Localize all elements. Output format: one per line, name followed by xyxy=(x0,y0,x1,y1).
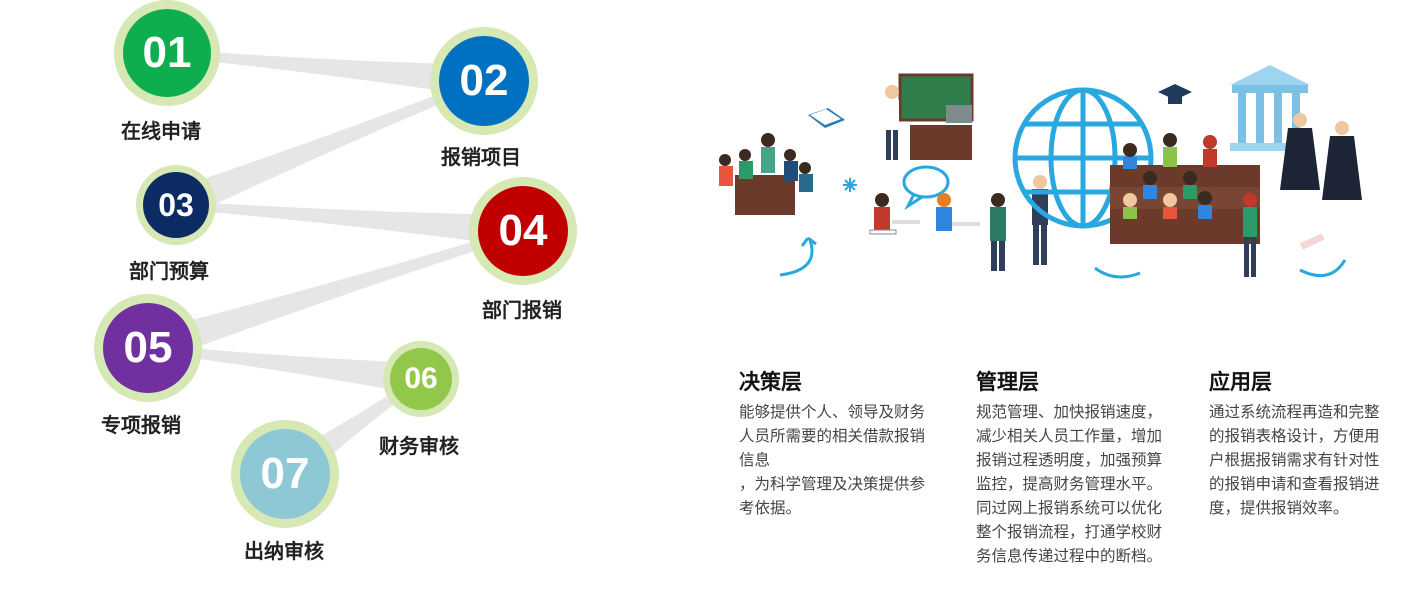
open-book-icon xyxy=(808,108,845,128)
step-03-label: 部门预算 xyxy=(129,259,209,283)
step-03-number: 03 xyxy=(158,186,194,223)
step-01-circle: 01 xyxy=(123,9,211,97)
layer-decision-body: 能够提供个人、领导及财务人员所需要的相关借款报销信息 ，为科学管理及决策提供参考… xyxy=(739,403,926,517)
layer-decision-title: 决策层 xyxy=(739,370,802,394)
connector-ribbon xyxy=(170,77,486,220)
step-04-number: 04 xyxy=(498,206,548,255)
students-icon xyxy=(869,175,1048,271)
layer-management-body: 规范管理、加快报销速度，减少相关人员工作量，增加报销过程透明度，加强预算监控，提… xyxy=(976,403,1163,565)
step-06-number: 06 xyxy=(404,362,438,395)
layer-application: 应用层 通过系统流程再造和完整的报销表格设计，方便用户根据报销需求有针对性的报销… xyxy=(1209,366,1389,520)
connector-ribbon xyxy=(166,49,486,97)
layer-decision: 决策层 能够提供个人、领导及财务人员所需要的相关借款报销信息 ，为科学管理及决策… xyxy=(739,366,934,520)
lecture-hall-icon xyxy=(1110,133,1260,244)
step-04-ring: 04 xyxy=(469,177,577,285)
step-07-circle: 07 xyxy=(240,429,330,519)
step-04-circle: 04 xyxy=(478,186,568,276)
step-03-ring: 03 xyxy=(136,165,216,245)
step-02-ring: 02 xyxy=(430,27,538,135)
step-01-ring: 01 xyxy=(114,0,220,106)
step-02-circle: 02 xyxy=(439,36,529,126)
connector-ribbon xyxy=(143,227,525,364)
step-01-label: 在线申请 xyxy=(121,119,201,143)
step-02-label: 报销项目 xyxy=(441,145,521,169)
education-illustration xyxy=(719,65,1362,279)
step-03-circle: 03 xyxy=(143,172,209,238)
step-06-ring: 06 xyxy=(383,341,459,417)
step-07-label: 出纳审核 xyxy=(244,539,324,563)
layer-management-title: 管理层 xyxy=(976,370,1039,394)
step-05-label: 专项报销 xyxy=(101,413,181,437)
step-05-number: 05 xyxy=(123,323,173,372)
step-01-number: 01 xyxy=(142,28,192,77)
step-05-ring: 05 xyxy=(94,294,202,402)
graduation-cap-icon xyxy=(1158,84,1192,104)
step-06-circle: 06 xyxy=(390,348,452,410)
connector-ribbon xyxy=(175,201,525,247)
diploma-icon xyxy=(1299,233,1325,250)
step-02-number: 02 xyxy=(459,56,509,105)
step-07-ring: 07 xyxy=(231,420,339,528)
flow-connectors xyxy=(143,49,525,488)
step-06-label: 财务审核 xyxy=(379,434,459,458)
step-05-circle: 05 xyxy=(103,303,193,393)
cycle-arrow-icon xyxy=(779,236,1347,279)
step-07-number: 07 xyxy=(260,449,310,498)
connector-ribbon xyxy=(147,344,423,395)
people-meeting-icon xyxy=(719,133,813,215)
layer-application-body: 通过系统流程再造和完整的报销表格设计，方便用户根据报销需求有针对性的报销申请和查… xyxy=(1209,403,1380,517)
graduate-icon xyxy=(1243,113,1362,277)
speech-bubble-icon xyxy=(902,165,950,211)
layer-application-title: 应用层 xyxy=(1209,370,1272,394)
teacher-blackboard-icon xyxy=(885,73,974,160)
sparkle-icon xyxy=(843,178,857,192)
step-04-label: 部门报销 xyxy=(482,298,562,322)
layer-management: 管理层 规范管理、加快报销速度，减少相关人员工作量，增加报销过程透明度，加强预算… xyxy=(976,366,1171,568)
